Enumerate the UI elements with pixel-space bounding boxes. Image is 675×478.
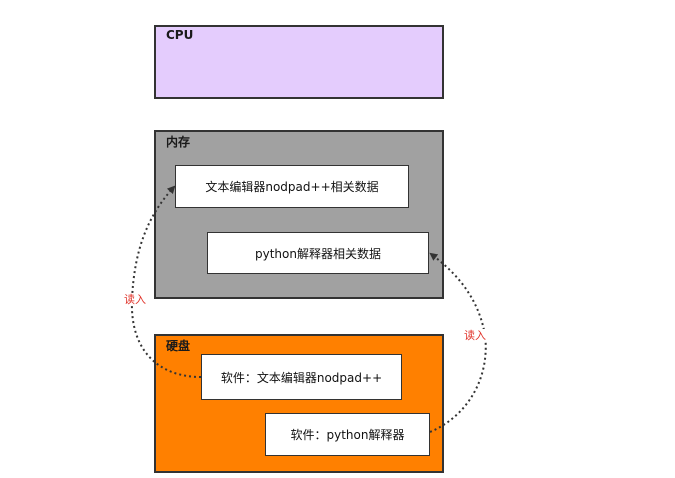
read-arrow-python [429,252,487,433]
read-label-left: 读入 [123,293,147,306]
memory-item-label: 文本编辑器nodpad++相关数据 [205,180,379,194]
cpu-box: CPU [154,25,444,99]
read-arrow-editor [130,185,202,378]
memory-title: 内存 [166,135,191,149]
disk-item-python: 软件：python解释器 [265,413,430,456]
disk-item-editor: 软件：文本编辑器nodpad++ [201,354,402,400]
disk-item-label: 软件：文本编辑器nodpad++ [220,370,383,385]
disk-item-label: 软件：python解释器 [290,428,405,442]
cpu-title: CPU [166,28,194,42]
memory-item-editor-data: 文本编辑器nodpad++相关数据 [175,165,409,208]
memory-item-python-data: python解释器相关数据 [207,232,429,274]
disk-title: 硬盘 [166,339,191,353]
read-label-right: 读入 [463,329,487,342]
memory-item-label: python解释器相关数据 [255,246,381,261]
